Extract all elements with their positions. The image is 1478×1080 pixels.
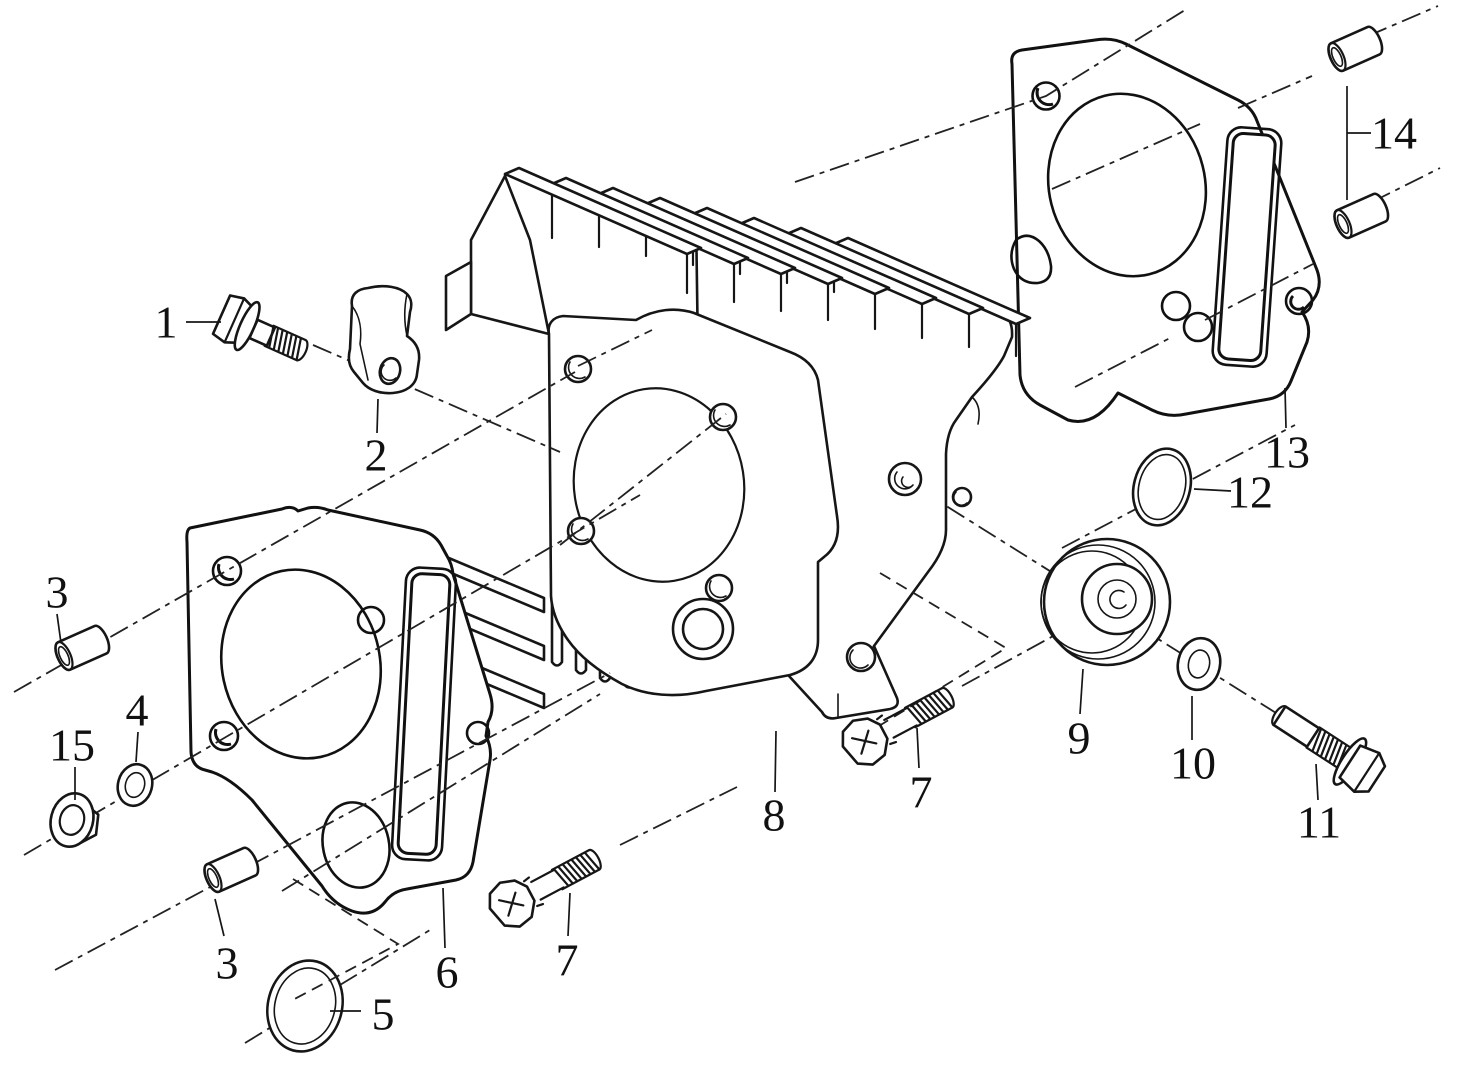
- dowel-pin-lower: [203, 846, 260, 894]
- sealing-washer: [1176, 636, 1222, 692]
- alignment-chevron-right: [878, 572, 1008, 727]
- leader-line-cylinder-base-gasket: [442, 887, 446, 949]
- part-number-flange-nut: 15: [49, 720, 95, 771]
- o-ring-right: [1131, 447, 1193, 527]
- part-number-flange-bolt-right: 11: [1297, 797, 1341, 848]
- cylinder-head-gasket: [1010, 37, 1321, 423]
- part-number-cylinder-block: 8: [763, 790, 786, 841]
- leader-line-cylinder-block: [774, 730, 777, 793]
- cylinder-base-gasket: [185, 505, 494, 915]
- leader-line-sealing-grommet: [1079, 668, 1084, 715]
- part-number-hex-screw-bottom: 7: [556, 935, 579, 986]
- part-number-sealing-grommet: 9: [1068, 713, 1091, 764]
- leader-line-hex-screw-right: [916, 727, 920, 769]
- part-number-cable-clamp: 2: [365, 430, 388, 481]
- part-number-dowel-pin-pair: 14: [1371, 108, 1417, 159]
- hex-flange-bolt: [211, 294, 309, 362]
- hex-screw-right: [841, 686, 955, 766]
- part-number-o-ring-right: 12: [1227, 467, 1273, 518]
- leader-line-dowel-pin-lower: [214, 898, 225, 937]
- dowel-pin-mid: [1333, 192, 1390, 240]
- flange-nut: [49, 792, 100, 848]
- leader-line-flange-bolt-right: [1315, 763, 1319, 801]
- part-number-cylinder-base-gasket: 6: [436, 947, 459, 998]
- flange-bolt-right: [1271, 705, 1387, 793]
- cooling-fins: [503, 166, 1032, 358]
- leader-line-o-ring-right: [1193, 488, 1232, 492]
- hex-screw-bottom: [488, 848, 602, 928]
- part-number-dowel-pin-upper: 3: [46, 567, 69, 618]
- part-number-hex-flange-bolt: 1: [155, 297, 178, 348]
- part-number-cylinder-head-gasket: 13: [1264, 427, 1310, 478]
- part-number-dowel-pin-lower: 3: [216, 938, 239, 989]
- part-number-o-ring-bottom: 5: [372, 989, 395, 1040]
- part-number-hex-screw-right: 7: [910, 767, 933, 818]
- dowel-pin-top: [1327, 25, 1384, 73]
- part-number-small-o-ring: 4: [126, 685, 149, 736]
- leader-line-cylinder-head-gasket: [1284, 387, 1287, 429]
- cable-clamp: [347, 284, 421, 395]
- leader-line-hex-screw-bottom: [567, 892, 571, 937]
- o-ring-bottom: [266, 959, 344, 1053]
- dowel-pin-upper: [54, 624, 111, 672]
- alignment-chevron-left: [288, 878, 400, 1003]
- leader-line-dowel-pin-upper: [56, 613, 62, 644]
- cylinder-face: [547, 308, 840, 697]
- leader-line-cable-clamp: [376, 398, 379, 434]
- leader-line-small-o-ring: [135, 731, 139, 763]
- small-o-ring: [116, 762, 154, 808]
- assembly-axis-lines-face: [559, 329, 727, 546]
- part-number-sealing-washer: 10: [1170, 738, 1216, 789]
- cylinder-block: [442, 166, 1032, 720]
- sealing-grommet: [1040, 537, 1172, 667]
